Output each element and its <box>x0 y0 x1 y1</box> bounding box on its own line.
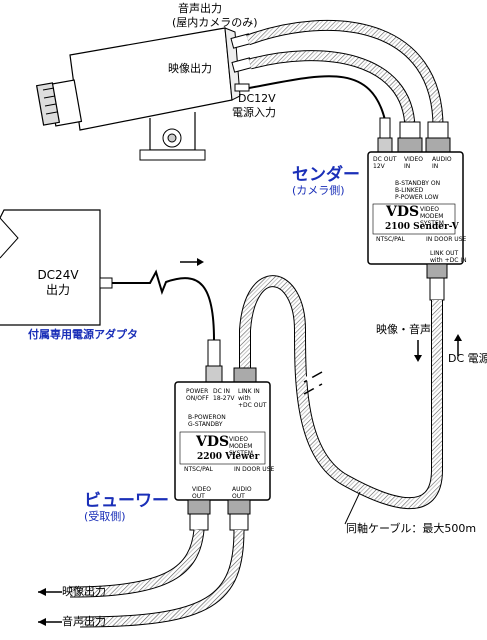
camera-dc-label-2: 電源入力 <box>232 106 276 119</box>
sender-std: NTSC/PAL <box>376 236 405 243</box>
signal-label: 映像・音声 <box>376 323 431 336</box>
adapter-output: DC24V 出力 <box>28 268 88 298</box>
sender-model: 2100 Sender-V <box>385 222 459 232</box>
adapter-caption: 付属専用電源アダプタ <box>28 328 138 341</box>
sender-connectors <box>377 117 451 153</box>
sender-subtitle: (カメラ側) <box>292 184 345 197</box>
power-label: DC 電源 <box>448 352 487 365</box>
adapter-line1: DC24V <box>37 268 79 282</box>
viewer-indicator: B-POWERON G-STANDBY <box>188 414 226 428</box>
sender-indicator: B-STANDBY ON B-LINKED P-POWER LOW <box>395 180 441 201</box>
viewer-use: IN DOOR USE <box>234 466 275 473</box>
video-out-cable <box>69 529 205 598</box>
power-adapter <box>0 209 113 326</box>
cable-note: 同軸ケーブル：最大500m <box>346 522 477 535</box>
viewer-brand: VDS <box>196 434 230 450</box>
sender-title: センダー <box>292 165 360 185</box>
output-video-label: 映像出力 <box>62 585 106 598</box>
viewer-port-power: POWER ON/OFF <box>186 388 209 402</box>
viewer-port-dc-in: DC IN 18-27V <box>213 388 235 402</box>
viewer-system: VIDEO MODEM SYSTEM <box>229 436 253 457</box>
camera-dc-label-1: DC12V <box>238 92 276 105</box>
sender-port-audio-in: AUDIO IN <box>432 156 452 170</box>
viewer-port-link-in: LINK IN with +DC OUT <box>238 388 267 409</box>
viewer-model: 2200 Viewer <box>197 452 260 462</box>
sender-link-out: LINK OUT with +DC IN <box>430 250 467 264</box>
viewer-subtitle: (受取側) <box>84 510 126 523</box>
sender-use: IN DOOR USE <box>426 236 467 243</box>
viewer-std: NTSC/PAL <box>184 466 213 473</box>
sender-port-dc-out: DC OUT 12V <box>373 156 397 170</box>
sender-brand: VDS <box>386 204 420 220</box>
camera-audio-note: (屋内カメラのみ) <box>172 16 258 29</box>
adapter-line2: 出力 <box>45 283 70 297</box>
camera-video-out-label: 映像出力 <box>168 62 212 75</box>
camera-audio-out-label: 音声出力 <box>178 2 222 15</box>
dc12v-cable <box>248 75 386 121</box>
output-audio-label: 音声出力 <box>62 615 106 628</box>
sender-system: VIDEO MODEM SYSTEM <box>420 206 444 227</box>
camera <box>35 27 253 161</box>
sender-port-video-in: VIDEO IN <box>404 156 424 170</box>
viewer-title: ビューワー <box>84 491 169 511</box>
viewer-port-audio-out: AUDIO OUT <box>232 486 252 500</box>
viewer-port-video-out: VIDEO OUT <box>192 486 212 500</box>
adapter-cable <box>112 269 215 341</box>
